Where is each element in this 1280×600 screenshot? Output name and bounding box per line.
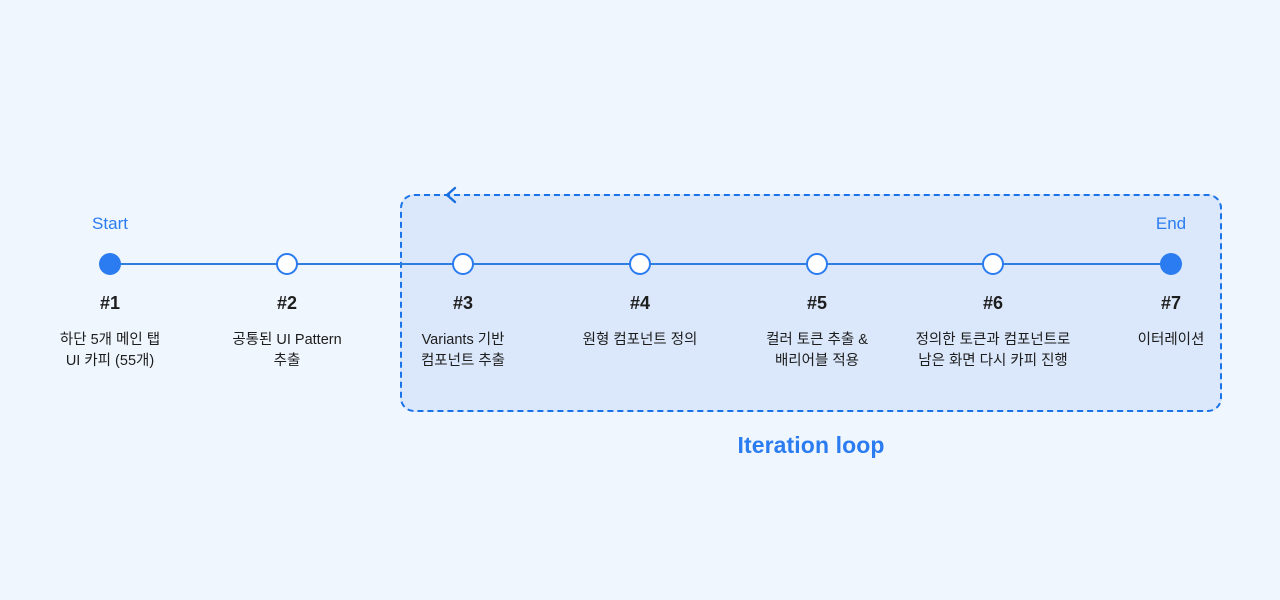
start-label: Start [92,214,128,233]
node-number: #6 [982,293,1004,313]
node-dot-hollow [806,253,828,275]
node-marker-2[interactable] [276,253,298,275]
node-description: 정의한 토큰과 컴포넌트로 남은 화면 다시 카피 진행 [915,332,1071,369]
node-marker-6[interactable] [982,253,1004,275]
chevron-left-icon [440,183,464,207]
iteration-loop-box [400,194,1222,412]
node-dot-hollow [452,253,474,275]
node-dot-filled [99,253,121,275]
node-marker-1[interactable] [99,253,121,275]
node-dot-hollow [982,253,1004,275]
node-marker-7[interactable] [1160,253,1182,275]
node-description: 원형 컴포넌트 정의 [582,332,698,348]
end-label: End [1155,214,1187,233]
node-description: 컬러 토큰 추출 & 배리어블 적용 [766,332,868,369]
node-marker-4[interactable] [629,253,651,275]
node-number: #2 [276,293,298,313]
node-description: 이터레이션 [1137,332,1205,348]
node-description: 공통된 UI Pattern 추출 [232,332,342,369]
node-dot-hollow [276,253,298,275]
node-number: #5 [806,293,828,313]
node-number: #7 [1160,293,1182,313]
node-number: #3 [452,293,474,313]
node-number: #4 [629,293,651,313]
node-description: 하단 5개 메인 탭 UI 카피 (55개) [59,332,161,369]
node-marker-5[interactable] [806,253,828,275]
node-marker-3[interactable] [452,253,474,275]
node-dot-filled [1160,253,1182,275]
node-number: #1 [99,293,121,313]
node-description: Variants 기반 컴포넌트 추출 [420,332,506,369]
iteration-loop-caption: Iteration loop [737,432,885,458]
node-dot-hollow [629,253,651,275]
